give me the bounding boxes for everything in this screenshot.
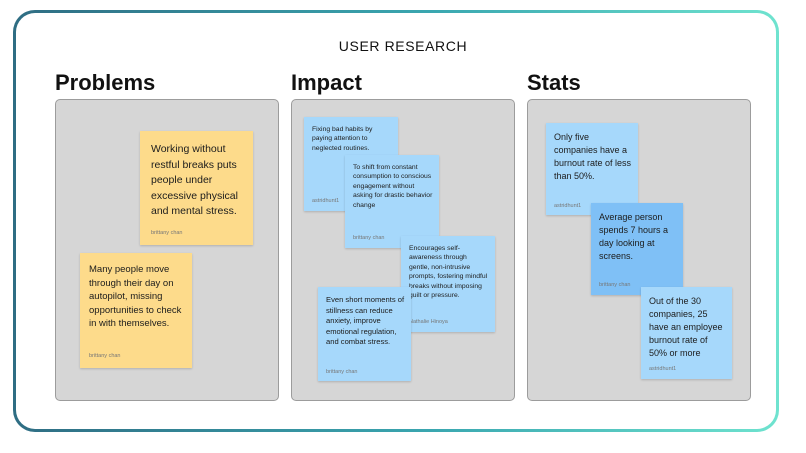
sticky-note[interactable]: Average person spends 7 hours a day look… (591, 203, 683, 295)
note-text: Only five companies have a burnout rate … (554, 132, 632, 181)
note-author: brittany chan (151, 230, 183, 236)
note-author: brittany chan (326, 369, 358, 375)
note-text: To shift from constant consumption to co… (353, 164, 433, 209)
sticky-note[interactable]: Encourages self-awareness through gentle… (401, 236, 495, 332)
column-heading-stats: Stats (527, 70, 581, 95)
sticky-note[interactable]: Out of the 30 companies, 25 have an empl… (641, 287, 732, 379)
note-author: brittany chan (599, 282, 631, 288)
sticky-note[interactable]: To shift from constant consumption to co… (345, 155, 439, 248)
sticky-note[interactable]: Even short moments of stillness can redu… (318, 287, 411, 381)
sticky-note[interactable]: Working without restful breaks puts peop… (140, 131, 253, 245)
note-text: Even short moments of stillness can redu… (326, 295, 405, 347)
sticky-note[interactable]: Only five companies have a burnout rate … (546, 123, 638, 215)
sticky-note[interactable]: Many people move through their day on au… (80, 253, 192, 368)
note-author: astridhunt1 (312, 198, 340, 204)
note-text: Encourages self-awareness through gentle… (409, 245, 488, 300)
note-text: Out of the 30 companies, 25 have an empl… (649, 296, 723, 358)
note-author: astridhunt1 (554, 203, 582, 209)
note-author: brittany chan (89, 353, 121, 359)
board-title: USER RESEARCH (338, 38, 468, 54)
note-author: astridhunt1 (649, 366, 677, 372)
note-text: Fixing bad habits by paying attention to… (312, 126, 373, 152)
note-author: brittany chan (353, 235, 385, 241)
note-author: Nathalie Hinoya (409, 319, 448, 325)
column-heading-impact: Impact (291, 70, 362, 95)
note-text: Working without restful breaks puts peop… (151, 143, 238, 217)
note-text: Many people move through their day on au… (89, 264, 182, 330)
note-text: Average person spends 7 hours a day look… (599, 212, 669, 261)
column-heading-problems: Problems (55, 70, 156, 95)
